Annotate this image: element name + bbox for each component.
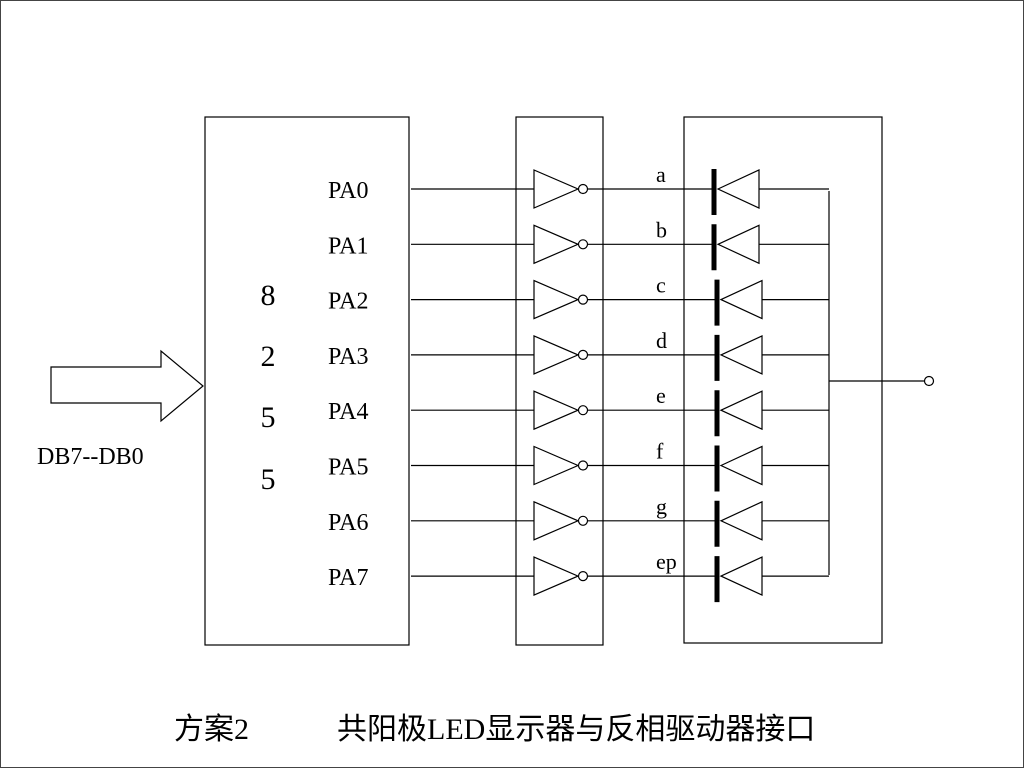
led-diode-icon xyxy=(719,556,763,597)
inverter-bubble xyxy=(577,405,589,416)
port-label: PA2 xyxy=(328,289,368,315)
common-terminal xyxy=(923,375,935,387)
chip-digits: 8 2 5 5 xyxy=(261,279,276,496)
inverter-bubble xyxy=(577,515,589,526)
segment-label: a xyxy=(656,162,666,187)
inverter-icon xyxy=(533,169,580,209)
segment-label: g xyxy=(656,494,667,519)
led-diode-icon xyxy=(719,445,763,486)
segment-label: ep xyxy=(656,549,677,574)
inverter-bubble xyxy=(577,183,589,195)
chip-digit: 8 xyxy=(261,279,276,312)
led-display-box xyxy=(683,116,883,644)
inverter-bubble xyxy=(577,349,589,360)
port-label: PA3 xyxy=(328,344,368,370)
led-diode-icon xyxy=(716,224,760,265)
port-label: PA1 xyxy=(328,233,368,259)
chip-8255-box xyxy=(204,116,410,646)
led-diode-icon xyxy=(716,169,760,209)
inverter-icon xyxy=(533,224,580,265)
bus-arrow xyxy=(50,349,204,423)
inverter-icon xyxy=(533,390,580,431)
segment-label: c xyxy=(656,273,666,298)
segment-label: e xyxy=(656,383,666,408)
port-label: PA7 xyxy=(328,565,368,591)
inverter-driver-box xyxy=(515,116,604,646)
segment-label: b xyxy=(656,217,667,242)
led-diode-icon xyxy=(719,279,763,320)
inverter-bubble xyxy=(577,239,589,250)
inverter-icon xyxy=(533,556,580,597)
chip-digit: 5 xyxy=(261,463,276,496)
led-diode-icon xyxy=(719,500,763,541)
segment-label: d xyxy=(656,328,667,353)
inverter-icon xyxy=(533,445,580,486)
inverter-icon xyxy=(533,500,580,541)
port-label: PA5 xyxy=(328,455,368,481)
chip-digit: 2 xyxy=(261,340,276,373)
led-diode-icon xyxy=(719,390,763,431)
port-label: PA6 xyxy=(328,510,368,536)
port-label: PA4 xyxy=(328,399,368,425)
inverter-bubble xyxy=(577,460,589,471)
inverter-icon xyxy=(533,279,580,320)
bus-label: DB7--DB0 xyxy=(37,444,144,470)
inverter-bubble xyxy=(577,570,589,582)
inverter-bubble xyxy=(577,294,589,305)
segment-label: f xyxy=(656,439,664,464)
chip-digit: 5 xyxy=(261,401,276,434)
port-label: PA0 xyxy=(328,178,368,204)
caption-title: 共阳极LED显示器与反相驱动器接口 xyxy=(337,713,815,746)
inverter-icon xyxy=(533,334,580,375)
led-diode-icon xyxy=(719,334,763,375)
scheme-label: 方案2 xyxy=(174,713,249,746)
